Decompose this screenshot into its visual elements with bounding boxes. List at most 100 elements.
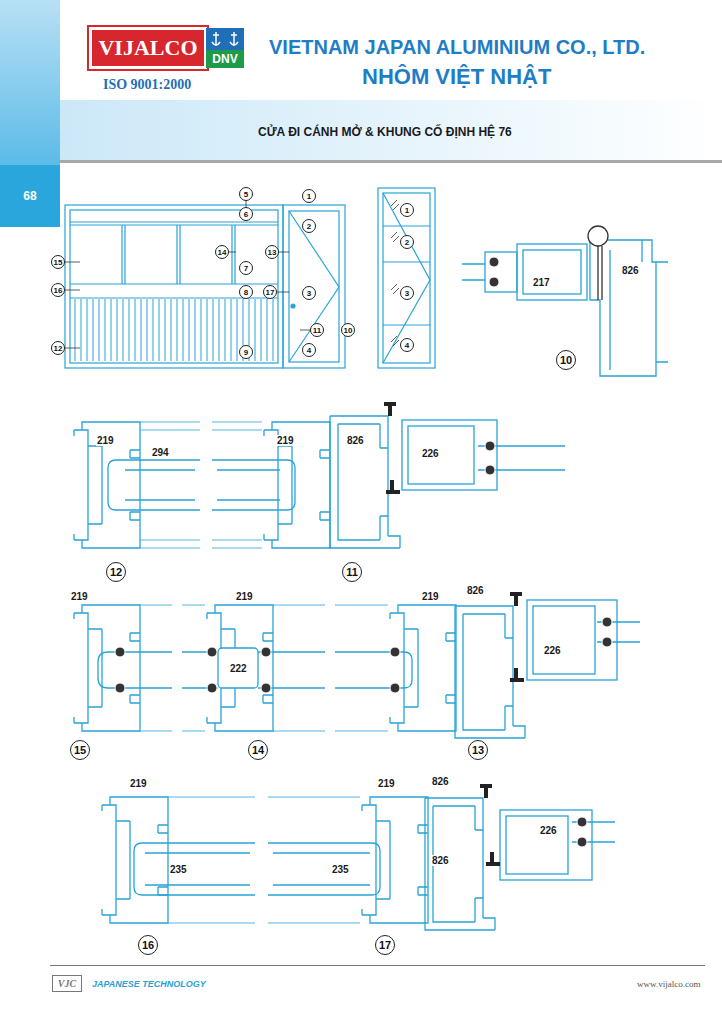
gasket [390, 647, 400, 657]
profile-code: 222 [229, 663, 248, 674]
callout-number: 15 [74, 744, 86, 756]
mullions [70, 222, 278, 298]
callout-number: 2 [405, 238, 409, 247]
callout-circle: 15 [51, 255, 65, 269]
door-leaf [289, 211, 339, 362]
callout-circle: 10 [556, 350, 576, 370]
profile-219 [264, 422, 330, 548]
company-name: NHÔM VIỆT NHẬT [362, 64, 551, 90]
callout-circle: 14 [248, 740, 268, 760]
gasket [115, 683, 125, 693]
anchor-symbol [212, 32, 238, 46]
callout-number: 8 [244, 288, 248, 297]
extension-lines [140, 605, 388, 731]
gasket [207, 647, 217, 657]
glass-pane [98, 652, 412, 688]
gasket [489, 277, 499, 287]
profile-226-inner [408, 426, 474, 484]
footer-line [50, 965, 705, 966]
profile-code: 235 [169, 864, 188, 875]
callout-circle: 1 [302, 189, 316, 203]
profile-code: 219 [235, 591, 254, 602]
elevation-drawing [65, 188, 435, 368]
profile-code: 219 [96, 435, 115, 446]
profile-235 [134, 843, 380, 895]
callout-circle: 3 [302, 286, 316, 300]
profile-code: 219 [129, 778, 148, 789]
callout-number: 16 [54, 286, 63, 295]
callout-circle: 13 [468, 740, 488, 760]
anchor-logo [206, 28, 244, 50]
callout-number: 13 [268, 248, 277, 257]
profile-226 [500, 810, 592, 880]
box-text: VJC [58, 978, 76, 989]
rule-line [60, 160, 722, 163]
profile-code: 219 [276, 435, 295, 446]
page-tab: 68 [0, 165, 60, 227]
callout-number: 5 [244, 190, 248, 199]
callout-circle: 3 [400, 286, 414, 300]
profile-219 [74, 605, 140, 731]
profile-294 [108, 460, 295, 510]
gasket [485, 441, 495, 451]
profile-226 [527, 600, 617, 680]
profile-code: 826 [431, 776, 450, 787]
side-bar [0, 0, 60, 165]
profile-826 [330, 416, 400, 548]
callout-number: 4 [405, 341, 409, 350]
callout-number: 13 [472, 744, 484, 756]
callout-number: 14 [252, 744, 264, 756]
callout-circle: 1 [400, 203, 414, 217]
callout-circle: 4 [302, 343, 316, 357]
callout-circle: 5 [239, 187, 253, 201]
callout-number: 15 [54, 258, 63, 267]
callout-number: 9 [244, 348, 248, 357]
gasket [390, 683, 400, 693]
profile-code: 226 [539, 825, 558, 836]
profile-226-inner [533, 606, 595, 674]
profile-code: 219 [421, 591, 440, 602]
profile-217-inner [523, 250, 581, 294]
callout-number: 3 [405, 289, 409, 298]
footer-logo: VJC [52, 975, 82, 992]
callout-number: 1 [405, 206, 409, 215]
title-band [60, 100, 722, 160]
callout-circle: 4 [400, 338, 414, 352]
profile-code: 826 [431, 855, 450, 866]
callout-number: 1 [307, 192, 311, 201]
handle-stem [598, 246, 602, 300]
callout-number: 3 [307, 289, 311, 298]
box-text: DNV [212, 52, 237, 66]
callout-circle: 12 [106, 562, 126, 582]
profile-226 [402, 420, 497, 490]
logo-box: VIJALCO [92, 30, 204, 66]
profile-219 [362, 797, 428, 923]
logo-frame [88, 26, 208, 70]
company-name: VIETNAM JAPAN ALUMINIUM CO., LTD. [269, 36, 645, 59]
profile-code: 294 [151, 447, 170, 458]
callout-circle: 10 [341, 323, 355, 337]
callout-number: 12 [110, 566, 122, 578]
profile-222 [218, 648, 258, 688]
profile-code: 826 [346, 435, 365, 446]
certification: ISO 9001:2000 [103, 77, 191, 93]
section-drawings [74, 226, 668, 930]
box-text: 68 [23, 189, 36, 203]
page-title: CỬA ĐI CÁNH MỞ & KHUNG CỐ ĐỊNH HỆ 76 [258, 125, 512, 139]
callout-number: 10 [344, 326, 353, 335]
gasket [261, 683, 271, 693]
seal [480, 784, 500, 866]
door-leaf [383, 193, 430, 363]
profile-219 [102, 797, 168, 923]
callout-number: 2 [307, 222, 311, 231]
seal [510, 592, 524, 682]
glass-edge [462, 264, 485, 280]
profile-219 [207, 605, 273, 731]
callout-circle: 16 [51, 283, 65, 297]
callout-circle: 8 [239, 285, 253, 299]
callout-number: 7 [244, 264, 248, 273]
gasket [577, 837, 587, 847]
callout-circle: 2 [302, 219, 316, 233]
callout-number: 10 [560, 354, 572, 366]
